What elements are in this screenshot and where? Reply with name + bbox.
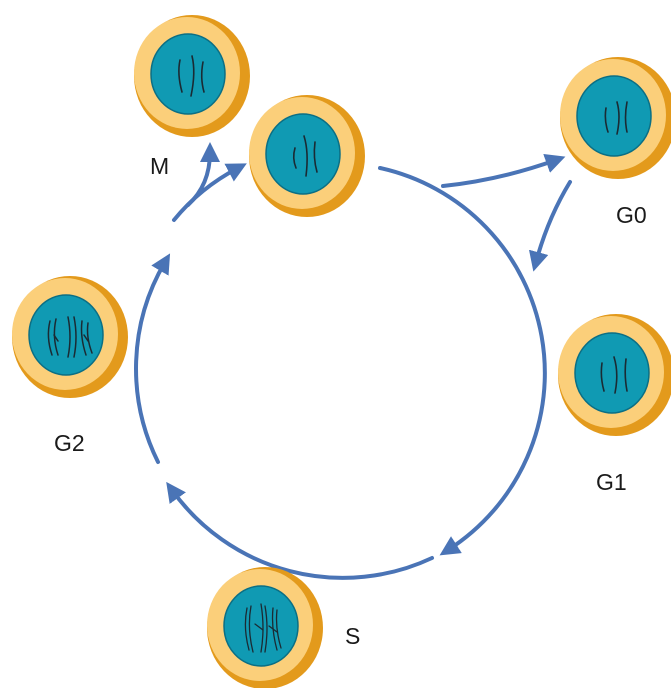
arrow-m-to-cell — [172, 163, 247, 222]
arrow-g2-to-m — [134, 253, 171, 464]
arrow-s-to-g2 — [166, 481, 434, 580]
chromatin — [47, 316, 93, 358]
chromatin — [244, 603, 282, 653]
phase-label-m: M — [150, 153, 170, 179]
cell-g1 — [558, 314, 671, 436]
cell-g2 — [12, 276, 128, 398]
arrow-m-to-daughter — [186, 142, 220, 207]
phase-label-g2: G2 — [54, 430, 85, 456]
cell-g0 — [560, 57, 671, 179]
phase-label-g1: G1 — [596, 469, 627, 495]
cell-m-daughter — [134, 15, 250, 137]
phase-label-g0: G0 — [616, 202, 647, 228]
chromatin — [178, 55, 205, 97]
arrow-g0-return — [528, 180, 572, 272]
chromatin — [600, 356, 628, 394]
phase-label-s: S — [345, 623, 361, 649]
chromatin — [604, 101, 628, 135]
cycle-arrows — [134, 142, 572, 580]
cell-m-center — [249, 95, 365, 217]
arrow-g1-to-s — [378, 166, 547, 556]
cell-s — [207, 567, 323, 688]
arrow-to-g0 — [441, 153, 566, 188]
chromatin — [292, 135, 318, 177]
